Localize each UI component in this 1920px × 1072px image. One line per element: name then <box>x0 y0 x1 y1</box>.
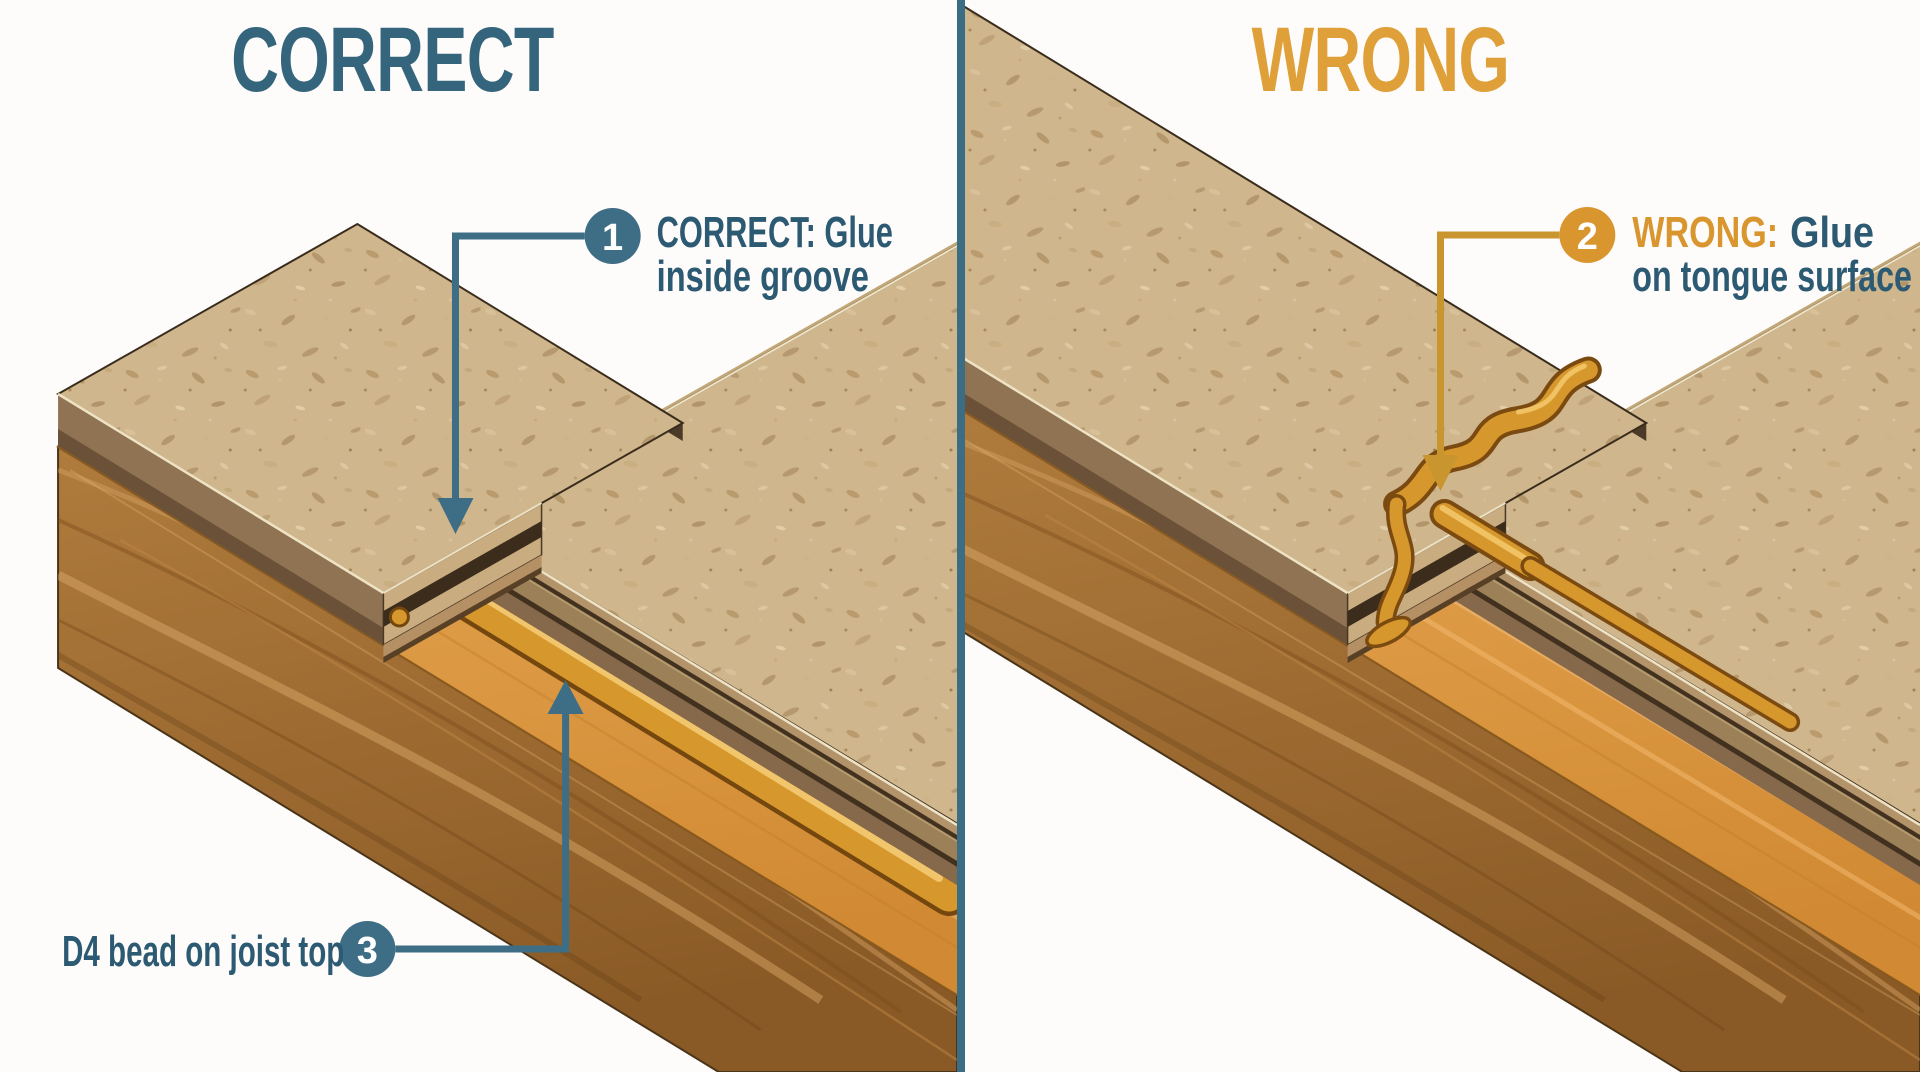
callout-bead-leader: 3 D4 bead on joist top <box>62 680 584 977</box>
down-arrow-icon <box>437 498 474 534</box>
groove-slot <box>383 521 542 627</box>
callout-glue-leader: 2 WRONG: Glue on tongue surface <box>1422 207 1912 491</box>
callout-number-badge <box>1559 207 1616 263</box>
callout-label-line1: CORRECT: Glue <box>657 208 893 257</box>
callout-label-line2: inside groove <box>657 252 869 301</box>
callout-number: 3 <box>357 930 378 972</box>
center-divider <box>957 0 965 1072</box>
callout-glue-leader: 1 CORRECT: Glue inside groove <box>437 208 893 534</box>
callout-number: 2 <box>1577 216 1598 258</box>
wrong-illustration: 2 WRONG: Glue on tongue surface <box>965 5 1920 1072</box>
correct-illustration: 1 CORRECT: Glue inside groove 3 D4 bead … <box>56 208 957 1072</box>
callout-number-badge <box>584 208 641 264</box>
callout-label-line1: Glue <box>1790 208 1874 257</box>
callout-label-line2: on tongue surface <box>1632 252 1912 301</box>
correct-panel: 1 CORRECT: Glue inside groove 3 D4 bead … <box>0 0 957 1072</box>
correct-title: CORRECT <box>231 9 554 111</box>
svg-text:WRONG: Glue: WRONG: Glue <box>1632 208 1874 257</box>
callout-number: 1 <box>602 217 623 259</box>
panel-with-tongue <box>1412 241 1920 885</box>
panel-with-groove <box>56 222 685 663</box>
wrong-panel: 2 WRONG: Glue on tongue surface WRONG <box>965 0 1920 1072</box>
callout-bead-label: D4 bead on joist top <box>62 927 344 976</box>
wrong-title: WRONG <box>1251 9 1510 111</box>
down-arrow-icon <box>1422 455 1459 491</box>
glue-on-surface <box>1365 356 1801 732</box>
up-arrow-icon <box>547 680 584 714</box>
callout-number-badge <box>339 921 396 977</box>
callout-label-prefix: WRONG: <box>1632 208 1778 257</box>
